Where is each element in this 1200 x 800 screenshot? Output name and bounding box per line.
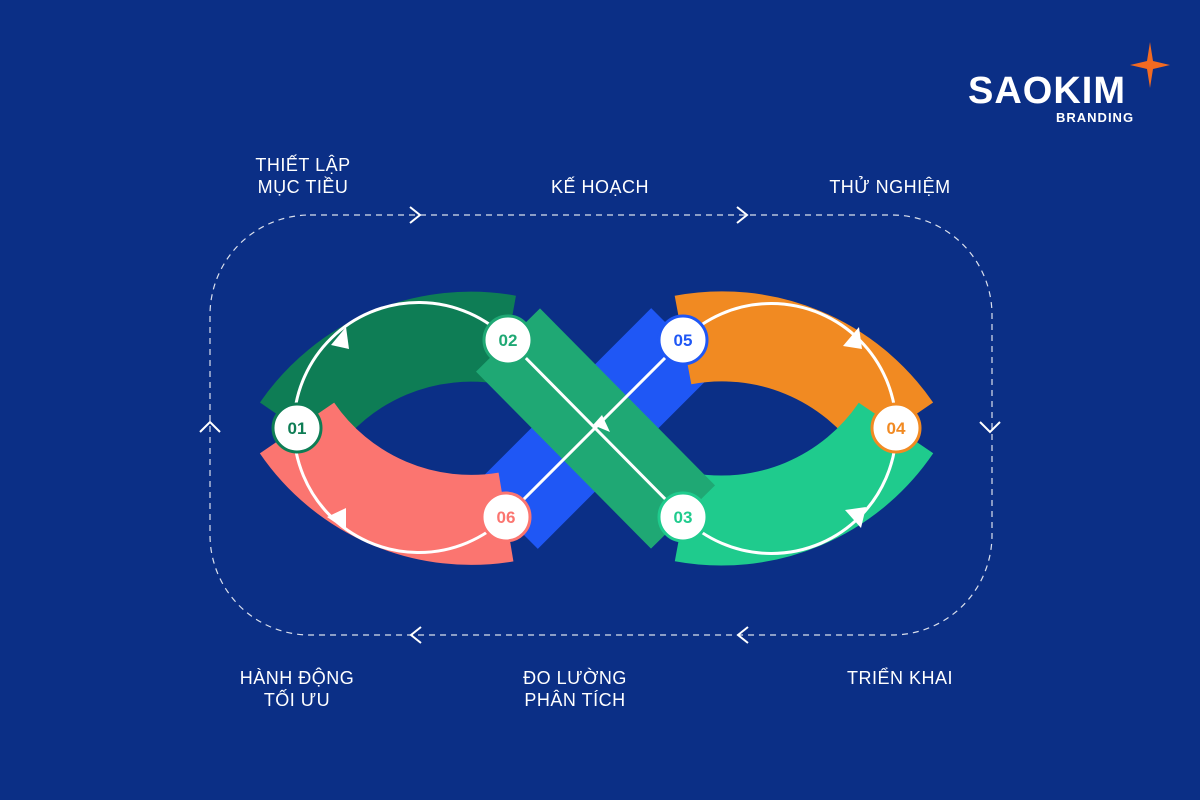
brand-logo: SAOKIM BRANDING	[962, 42, 1170, 128]
step-number: 01	[288, 419, 307, 438]
band-orange	[674, 291, 934, 455]
step-number: 06	[497, 508, 516, 527]
step-node-circle	[657, 314, 709, 366]
step-label-line: TRIỂN KHAI	[846, 668, 953, 688]
step-node-3: 03	[657, 491, 709, 543]
step-number: 02	[499, 331, 518, 350]
step-label-2: KẾ HOẠCH	[525, 176, 675, 198]
brand-name: SAOKIM	[968, 70, 1126, 112]
step-node-1: 01	[271, 402, 323, 454]
band-dark-green	[259, 291, 516, 455]
step-node-circle	[870, 402, 922, 454]
step-node-circle	[271, 402, 323, 454]
band-salmon	[259, 401, 514, 565]
chevron-left-icon	[409, 626, 422, 644]
chevron-right-icon	[736, 206, 749, 224]
step-number: 05	[674, 331, 693, 350]
step-number: 04	[887, 419, 906, 438]
chevron-down-icon	[979, 421, 1001, 434]
arrow-icon	[845, 507, 866, 528]
step-label-line: KẾ HOẠCH	[550, 177, 650, 197]
step-node-circle	[657, 491, 709, 543]
chevron-left-icon	[736, 626, 749, 644]
step-node-2: 02	[482, 314, 534, 366]
step-label-line: MỤC TIỀU	[257, 177, 349, 197]
chevron-up-icon	[199, 420, 221, 433]
step-label-line: ĐO LƯỜNG	[523, 668, 627, 688]
step-node-6: 06	[480, 491, 532, 543]
step-label-line: PHÂN TÍCH	[524, 690, 626, 710]
arrow-icon	[593, 415, 610, 432]
arrow-icon	[327, 508, 346, 530]
star-icon	[1130, 42, 1170, 88]
arrow-icon	[331, 327, 349, 349]
step-label-line: TỐI ƯU	[263, 690, 331, 710]
arrow-icon	[843, 327, 862, 349]
step-label-line: HÀNH ĐỘNG	[239, 668, 355, 688]
step-label-line: THIẾT LẬP	[255, 155, 351, 175]
step-node-4: 04	[870, 402, 922, 454]
step-label-line: THỬ NGHIỆM	[829, 177, 951, 197]
brand-sub: BRANDING	[1056, 110, 1135, 125]
step-label-3: TRIỂN KHAI	[825, 667, 975, 689]
step-node-circle	[482, 314, 534, 366]
step-node-5: 05	[657, 314, 709, 366]
step-node-circle	[480, 491, 532, 543]
step-number: 03	[674, 508, 693, 527]
band-mint	[674, 401, 934, 566]
step-label-4: THỬ NGHIỆM	[815, 176, 965, 198]
chevron-right-icon	[409, 206, 422, 224]
step-nodes: 01 02 03 04 05 06	[271, 314, 922, 543]
outer-dashed-loop	[209, 214, 993, 636]
